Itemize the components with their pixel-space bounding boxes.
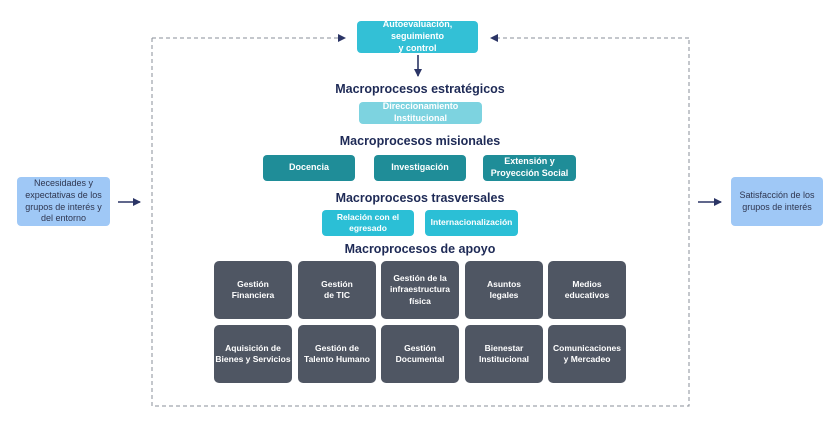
- box-gestion-financiera: Gestión Financiera: [214, 261, 292, 319]
- autoevaluacion-box: Autoevaluación, seguimiento y control: [357, 19, 478, 53]
- box-bienestar-institucional: Bienestar Institucional: [465, 325, 543, 383]
- box-gestion-documental: Gestión Documental: [381, 325, 459, 383]
- box-internacionalizacion: Internacionalización: [425, 210, 518, 236]
- box-extension: Extensión y Proyección Social: [483, 155, 576, 181]
- heading-trasversales: Macroprocesos trasversales: [335, 191, 505, 205]
- heading-apoyo: Macroprocesos de apoyo: [344, 242, 496, 256]
- process-frame: [151, 38, 690, 407]
- box-comunicaciones-mercadeo: Comunicaciones y Mercadeo: [548, 325, 626, 383]
- box-direccionamiento: Direccionamiento Institucional: [359, 101, 482, 124]
- box-asuntos-legales: Asuntos legales: [465, 261, 543, 319]
- heading-estrategicos: Macroprocesos estratégicos: [335, 82, 505, 96]
- box-talento-humano: Gestión de Talento Humano: [298, 325, 376, 383]
- box-medios-educativos: Medios educativos: [548, 261, 626, 319]
- heading-misionales: Macroprocesos misionales: [339, 134, 501, 148]
- box-aquisicion-bienes: Aquisición de Bienes y Servicios: [214, 325, 292, 383]
- box-docencia: Docencia: [263, 155, 355, 181]
- box-gestion-infraestructura: Gestión de la infraestructura física: [381, 261, 459, 319]
- box-gestion-tic: Gestión de TIC: [298, 261, 376, 319]
- input-box: Necesidades y expectativas de los grupos…: [17, 177, 110, 226]
- box-investigacion: Investigación: [374, 155, 466, 181]
- box-relacion-egresado: Relación con el egresado: [322, 210, 414, 236]
- output-box: Satisfacción de los grupos de interés: [731, 177, 823, 226]
